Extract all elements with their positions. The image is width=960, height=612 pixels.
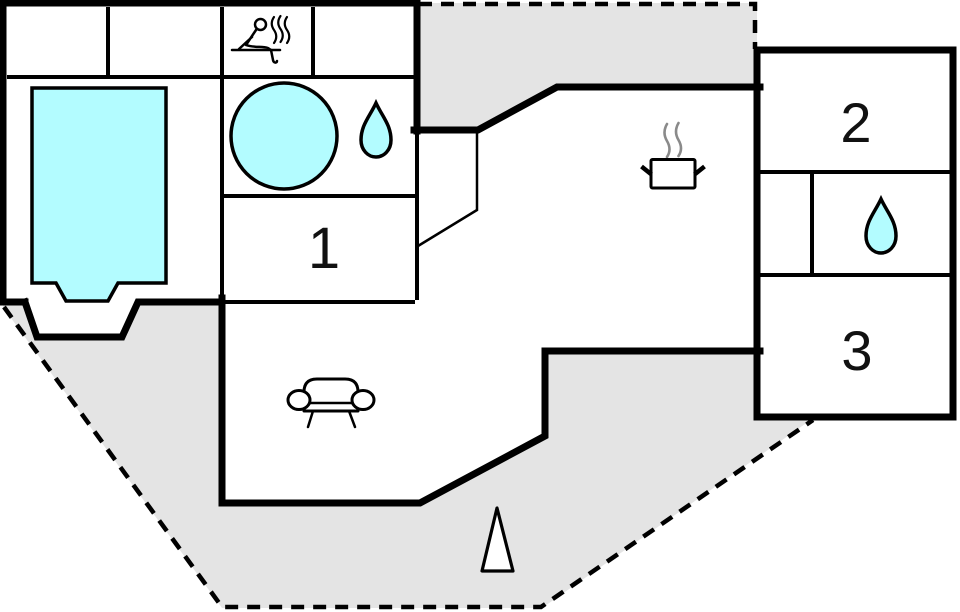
wall-south-living: [218, 294, 764, 507]
wall-north-living: [410, 83, 764, 134]
swimming-pool: [30, 86, 168, 303]
terrace-main-dashed-border: [2, 305, 815, 610]
sauna-icon: [230, 14, 291, 64]
pot-steam: [663, 121, 683, 159]
bathroom-drop-icon: [864, 194, 898, 255]
wall-pool-alcove-notch: [20, 297, 226, 341]
room-1-label: 1: [308, 216, 340, 281]
shower-drop-icon: [359, 98, 393, 159]
terrace-top-dashed-border: [419, 1, 758, 49]
terrace-main: [3, 302, 815, 608]
sofa-legs: [306, 409, 357, 429]
sofa-back: [302, 377, 360, 413]
sofa-armrest-right: [350, 389, 376, 411]
cooking-pot-icon: [640, 121, 706, 190]
sauna-person-head: [253, 17, 268, 32]
bedroom-wing-outline: [753, 46, 957, 421]
hot-tub-icon: [229, 81, 339, 191]
sofa-icon: [286, 377, 376, 429]
room-2-label: 2: [840, 91, 871, 154]
terrace-top: [417, 3, 757, 130]
door-swing-line: [417, 133, 479, 248]
north-arrow-icon: [480, 506, 515, 573]
sofa-armrest-left: [286, 389, 312, 411]
room-3-label: 3: [841, 319, 872, 382]
pot-handles: [640, 164, 706, 177]
pot-body: [649, 158, 697, 190]
wall-utility-block: [0, 0, 421, 306]
sauna-person-body: [237, 28, 279, 64]
sauna-steam: [270, 14, 291, 45]
